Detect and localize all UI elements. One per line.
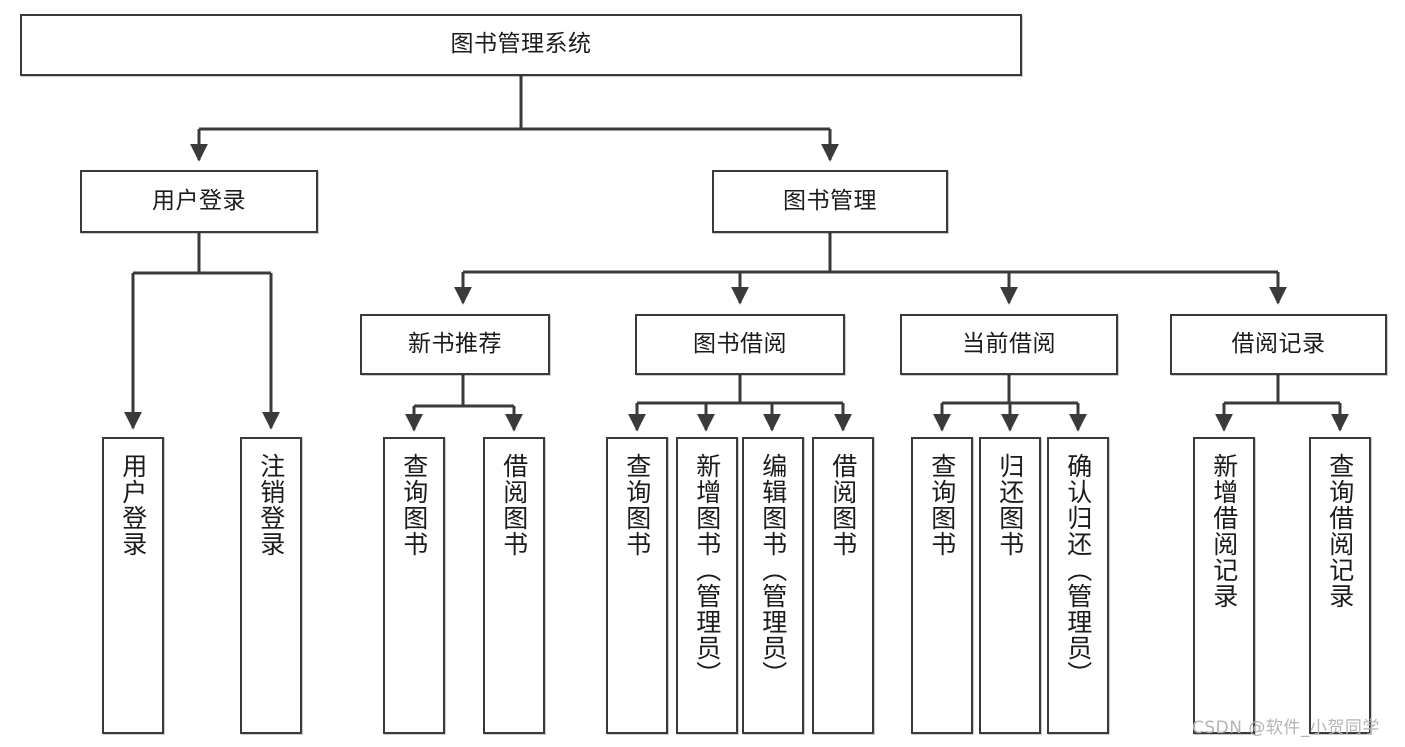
node-book-borrow[interactable]: 图书借阅: [635, 314, 845, 375]
node-leaf-query-book-1[interactable]: 查询图书: [383, 437, 445, 734]
node-label: 确认归还（管理员）: [1063, 453, 1093, 687]
node-label: 图书管理系统: [450, 31, 592, 58]
node-label: 用户登录: [152, 187, 246, 214]
node-borrow-record[interactable]: 借阅记录: [1170, 314, 1387, 375]
node-user-login[interactable]: 用户登录: [80, 170, 318, 233]
node-leaf-query-borrow-record[interactable]: 查询借阅记录: [1309, 437, 1371, 734]
watermark-text: CSDN @软件_小贺同学: [1192, 718, 1380, 738]
node-label: 归还图书: [995, 453, 1025, 557]
node-leaf-query-book-2[interactable]: 查询图书: [606, 437, 668, 734]
node-label: 查询图书: [622, 453, 652, 557]
node-label: 查询图书: [399, 453, 429, 557]
node-label: 借阅图书: [499, 453, 529, 557]
node-new-book-recommend[interactable]: 新书推荐: [360, 314, 550, 375]
node-label: 新增借阅记录: [1209, 453, 1239, 609]
node-label: 注销登录: [256, 453, 286, 557]
node-book-manage[interactable]: 图书管理: [712, 170, 948, 233]
node-leaf-confirm-return-admin[interactable]: 确认归还（管理员）: [1047, 437, 1109, 734]
node-label: 借阅图书: [828, 453, 858, 557]
node-label: 用户登录: [118, 453, 148, 557]
node-label: 查询借阅记录: [1325, 453, 1355, 609]
node-leaf-user-logout[interactable]: 注销登录: [240, 437, 302, 734]
node-root-system[interactable]: 图书管理系统: [20, 14, 1022, 76]
node-label: 图书管理: [783, 187, 877, 214]
node-label: 查询图书: [927, 453, 957, 557]
node-label: 图书借阅: [693, 330, 787, 357]
node-leaf-user-login[interactable]: 用户登录: [102, 437, 164, 734]
node-label: 借阅记录: [1231, 330, 1326, 357]
node-label: 编辑图书（管理员）: [758, 453, 788, 687]
node-label: 新增图书（管理员）: [692, 453, 722, 687]
node-label: 当前借阅: [962, 330, 1056, 357]
node-current-borrow[interactable]: 当前借阅: [900, 314, 1118, 375]
node-leaf-add-borrow-record[interactable]: 新增借阅记录: [1193, 437, 1255, 734]
node-leaf-query-book-3[interactable]: 查询图书: [911, 437, 973, 734]
node-leaf-borrow-book-1[interactable]: 借阅图书: [483, 437, 545, 734]
node-leaf-borrow-book-2[interactable]: 借阅图书: [812, 437, 874, 734]
node-leaf-add-book-admin[interactable]: 新增图书（管理员）: [676, 437, 738, 734]
node-leaf-return-book[interactable]: 归还图书: [979, 437, 1041, 734]
node-leaf-edit-book-admin[interactable]: 编辑图书（管理员）: [742, 437, 804, 734]
node-label: 新书推荐: [408, 330, 502, 357]
